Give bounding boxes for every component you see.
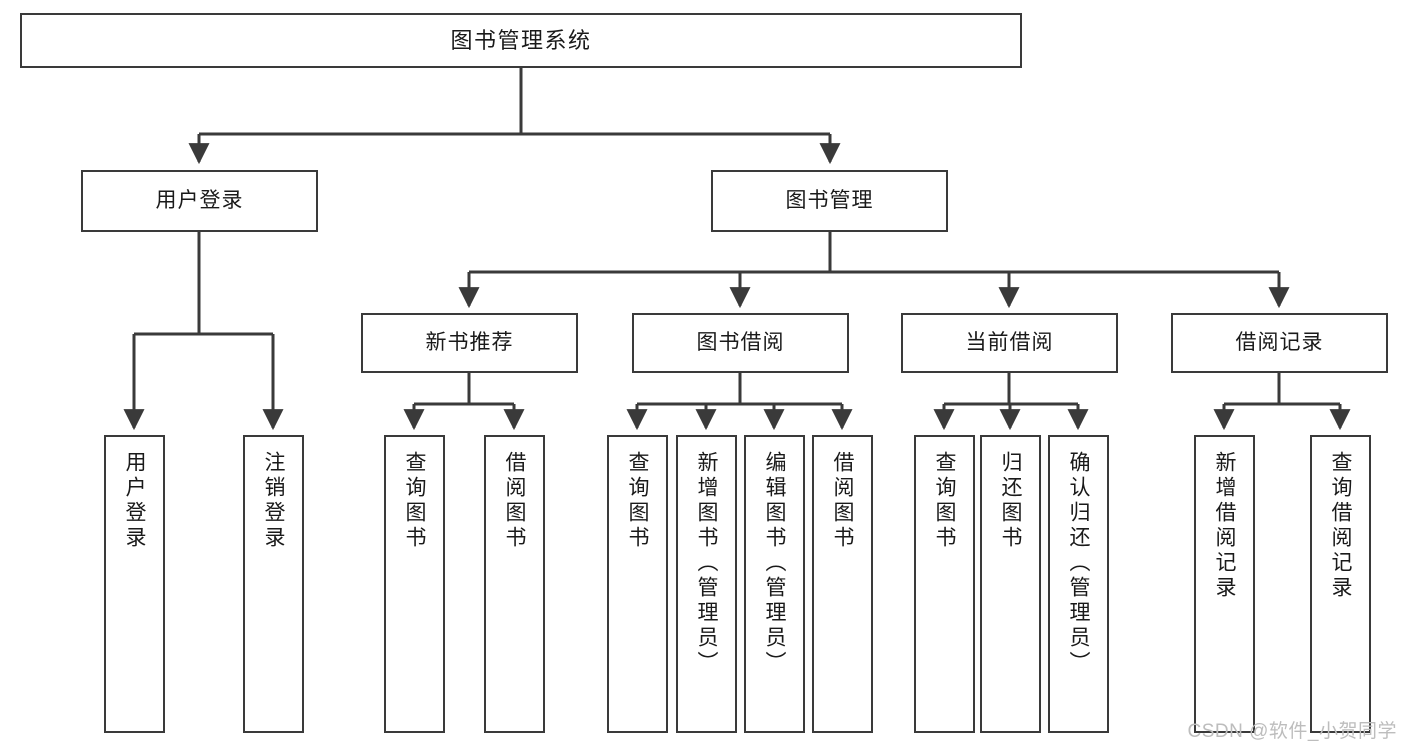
node-new-book-recommend[interactable]: 新书推荐 — [361, 313, 578, 373]
csdn-watermark: CSDN @软件_小贺同学 — [1187, 721, 1397, 742]
leaf-confirm-return-admin[interactable]: 确认归还（管理员） — [1048, 435, 1109, 733]
node-label: 借阅图书 — [831, 451, 854, 551]
node-label: 图书管理 — [785, 188, 874, 212]
node-label: 新书推荐 — [425, 330, 514, 354]
node-label: 注销登录 — [262, 451, 285, 551]
leaf-query-book-new-rec[interactable]: 查询图书 — [384, 435, 445, 733]
node-label: 用户登录 — [155, 188, 244, 212]
node-label: 图书借阅 — [696, 330, 785, 354]
leaf-borrow-book-new-rec[interactable]: 借阅图书 — [484, 435, 545, 733]
node-label: 编辑图书（管理员） — [763, 451, 786, 676]
leaf-query-book-borrow[interactable]: 查询图书 — [607, 435, 668, 733]
node-label: 确认归还（管理员） — [1067, 451, 1090, 676]
node-user-login[interactable]: 用户登录 — [81, 170, 318, 232]
leaf-query-borrow-record[interactable]: 查询借阅记录 — [1310, 435, 1371, 733]
node-label: 当前借阅 — [965, 330, 1054, 354]
leaf-add-book-admin[interactable]: 新增图书（管理员） — [676, 435, 737, 733]
node-label: 新增图书（管理员） — [695, 451, 718, 676]
node-label: 用户登录 — [123, 451, 146, 551]
node-borrow-record[interactable]: 借阅记录 — [1171, 313, 1388, 373]
node-label: 查询图书 — [626, 451, 649, 551]
node-label: 借阅记录 — [1235, 330, 1324, 354]
leaf-add-borrow-record[interactable]: 新增借阅记录 — [1194, 435, 1255, 733]
leaf-edit-book-admin[interactable]: 编辑图书（管理员） — [744, 435, 805, 733]
node-label: 归还图书 — [999, 451, 1022, 551]
node-label: 图书管理系统 — [450, 27, 592, 53]
node-label: 查询图书 — [403, 451, 426, 551]
leaf-user-login[interactable]: 用户登录 — [104, 435, 165, 733]
node-book-manage[interactable]: 图书管理 — [711, 170, 948, 232]
node-label: 查询借阅记录 — [1329, 451, 1352, 601]
node-current-borrow[interactable]: 当前借阅 — [901, 313, 1118, 373]
leaf-return-book[interactable]: 归还图书 — [980, 435, 1041, 733]
leaf-query-book-current[interactable]: 查询图书 — [914, 435, 975, 733]
leaf-logout-login[interactable]: 注销登录 — [243, 435, 304, 733]
node-book-borrow[interactable]: 图书借阅 — [632, 313, 849, 373]
node-label: 新增借阅记录 — [1213, 451, 1236, 601]
node-root-system[interactable]: 图书管理系统 — [20, 13, 1022, 68]
node-label: 查询图书 — [933, 451, 956, 551]
leaf-borrow-book[interactable]: 借阅图书 — [812, 435, 873, 733]
node-label: 借阅图书 — [503, 451, 526, 551]
